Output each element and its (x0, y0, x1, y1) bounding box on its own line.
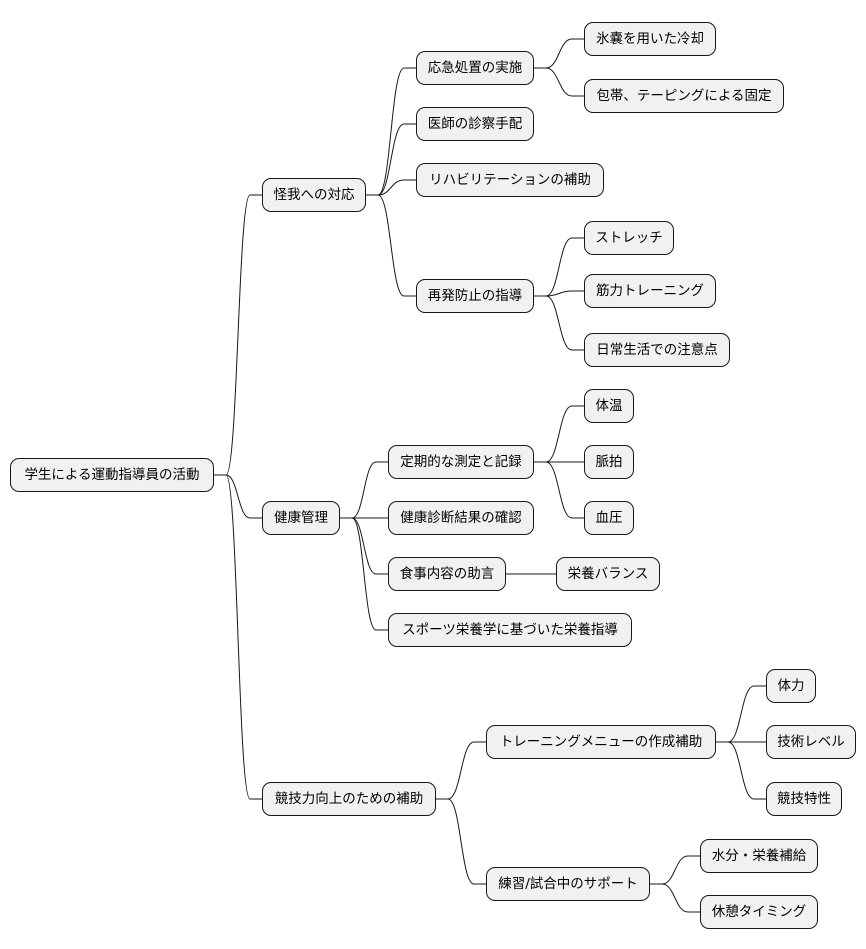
node-sports-nutrition-guidance: スポーツ栄養学に基づいた栄養指導 (388, 613, 632, 647)
node-first-aid: 応急処置の実施 (416, 51, 534, 85)
node-regular-measurement: 定期的な測定と記録 (388, 445, 534, 479)
edge-n_prevent-n_muscle (534, 290, 584, 297)
node-rehabilitation-assist: リハビリテーションの補助 (416, 163, 604, 197)
leaf-node-daily-life-cautions: 日常生活での注意点 (584, 333, 730, 367)
node-practice-match-support: 練習/試合中のサポート (486, 867, 650, 901)
edge-n_skill-n_menu (436, 741, 486, 800)
edge-root-n_health (214, 474, 262, 519)
edge-n_menu-n_trait (716, 741, 766, 800)
leaf-node-blood-pressure: 血圧 (584, 501, 634, 535)
edge-n_injury-n_doctor (366, 123, 416, 196)
leaf-node-bandage-taping: 包帯、テーピングによる固定 (584, 79, 784, 113)
edge-n_menu-n_strength (716, 685, 766, 743)
edge-root-n_skill (214, 474, 262, 800)
edge-n_support-n_hydration (650, 855, 700, 885)
edge-n_prevent-n_daily (534, 295, 584, 351)
node-training-menu-creation: トレーニングメニューの作成補助 (486, 725, 716, 759)
node-checkup-results: 健康診断結果の確認 (388, 501, 534, 535)
edge-n_firstaid-n_bandage (534, 67, 584, 97)
leaf-node-strength-training: 筋力トレーニング (584, 274, 716, 308)
edge-n_health-n_nutrition (340, 517, 388, 631)
leaf-node-body-temperature: 体温 (584, 389, 634, 423)
edge-n_health-n_measure (340, 461, 388, 519)
branch-node-performance-support: 競技力向上のための補助 (262, 782, 436, 816)
leaf-node-skill-level: 技術レベル (766, 725, 856, 759)
leaf-node-ice-cooling: 氷嚢を用いた冷却 (584, 22, 716, 56)
leaf-node-pulse: 脈拍 (584, 445, 634, 479)
root-node: 学生による運動指導員の活動 (10, 458, 214, 492)
leaf-node-rest-timing: 休憩タイミング (700, 895, 818, 929)
edge-n_injury-n_rehab (366, 179, 416, 196)
branch-node-injury-response: 怪我への対応 (262, 178, 366, 212)
edge-n_injury-n_firstaid (366, 67, 416, 196)
branch-node-health-management: 健康管理 (262, 501, 340, 535)
leaf-node-sport-characteristics: 競技特性 (766, 782, 842, 816)
edge-n_health-n_diet (340, 517, 388, 575)
node-doctor-arrangement: 医師の診察手配 (416, 107, 534, 141)
node-diet-advice: 食事内容の助言 (388, 557, 506, 591)
edge-root-n_injury (214, 194, 262, 476)
edge-n_skill-n_support (436, 798, 486, 885)
node-recurrence-prevention: 再発防止の指導 (416, 279, 534, 313)
leaf-node-hydration-nutrition: 水分・栄養補給 (700, 839, 818, 873)
leaf-node-physical-strength: 体力 (766, 669, 816, 703)
leaf-node-stretch: ストレッチ (584, 221, 674, 255)
edge-n_firstaid-n_ice (534, 38, 584, 69)
edge-n_injury-n_prevent (366, 194, 416, 297)
edge-n_measure-n_bp (534, 461, 584, 519)
edge-n_measure-n_temp (534, 405, 584, 463)
edge-n_prevent-n_stretch (534, 237, 584, 297)
leaf-node-nutrition-balance: 栄養バランス (556, 557, 660, 591)
edge-n_support-n_rest (650, 883, 700, 913)
